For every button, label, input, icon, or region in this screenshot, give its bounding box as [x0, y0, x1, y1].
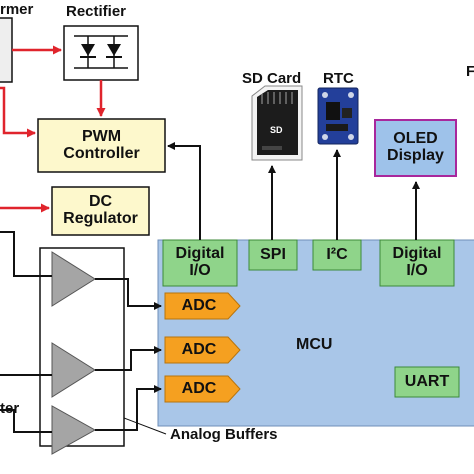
digital-io-left-block: [162, 239, 238, 287]
transformer-label: rmer: [0, 1, 34, 18]
adc-block-1: [164, 292, 241, 320]
rectifier-label: Rectifier: [66, 3, 127, 20]
input-wire: [0, 231, 52, 277]
spi-label: SPI: [260, 245, 286, 263]
sd-card-label: SD Card: [242, 70, 302, 87]
diode-icon: [107, 44, 121, 56]
digital-io-right-label: Digital I/O: [392, 245, 442, 279]
buffer-amp-icon: [51, 342, 96, 398]
ter-label: ter: [0, 400, 20, 417]
sd-card-icon: [251, 85, 303, 161]
right-partial-label: F: [466, 63, 474, 80]
i2c-block: [312, 239, 362, 271]
analog-buffers-pointer: [123, 417, 167, 435]
io-to-pwm-arrow: [167, 142, 201, 240]
mcu-label: MCU: [296, 336, 333, 353]
buffer-amp-icon: [51, 405, 97, 455]
oled-display-label: OLED Display: [387, 130, 444, 164]
uart-block: [394, 366, 460, 398]
input-wire: [0, 409, 52, 433]
buffer-to-adc-arrow: [95, 385, 162, 431]
dc-regulator-block: [51, 186, 150, 236]
adc-block-3: [164, 375, 241, 403]
analog-buffers-label: Analog Buffers: [170, 426, 278, 443]
rectifier-block: [63, 25, 139, 81]
power-to-pwm-arrow: [0, 86, 36, 138]
buffer-to-adc-arrow: [95, 278, 162, 310]
pwm-controller-block: [37, 118, 166, 173]
spi-block: [248, 239, 298, 271]
rtc-label: RTC: [323, 70, 354, 87]
sd-card-chip-label: SD: [270, 125, 283, 135]
dc-regulator-label: DC Regulator: [63, 193, 138, 227]
pwm-controller-label: PWM Controller: [63, 127, 140, 162]
buffer-to-adc-arrow: [95, 346, 162, 371]
adc-1-label: ADC: [181, 296, 217, 314]
digital-io-right-block: [379, 239, 455, 287]
adc-block-2: [164, 336, 241, 364]
uart-label: UART: [404, 372, 450, 390]
adc-3-label: ADC: [181, 379, 217, 397]
adc-2-label: ADC: [181, 340, 217, 358]
transformer-block: [0, 17, 13, 83]
rtc-module-icon: [317, 87, 359, 145]
buffer-amp-icon: [51, 251, 96, 307]
diode-icon: [81, 44, 95, 56]
i2c-label: I²C: [326, 245, 348, 263]
digital-io-left-label: Digital I/O: [175, 245, 225, 279]
oled-display-block: [374, 119, 457, 177]
